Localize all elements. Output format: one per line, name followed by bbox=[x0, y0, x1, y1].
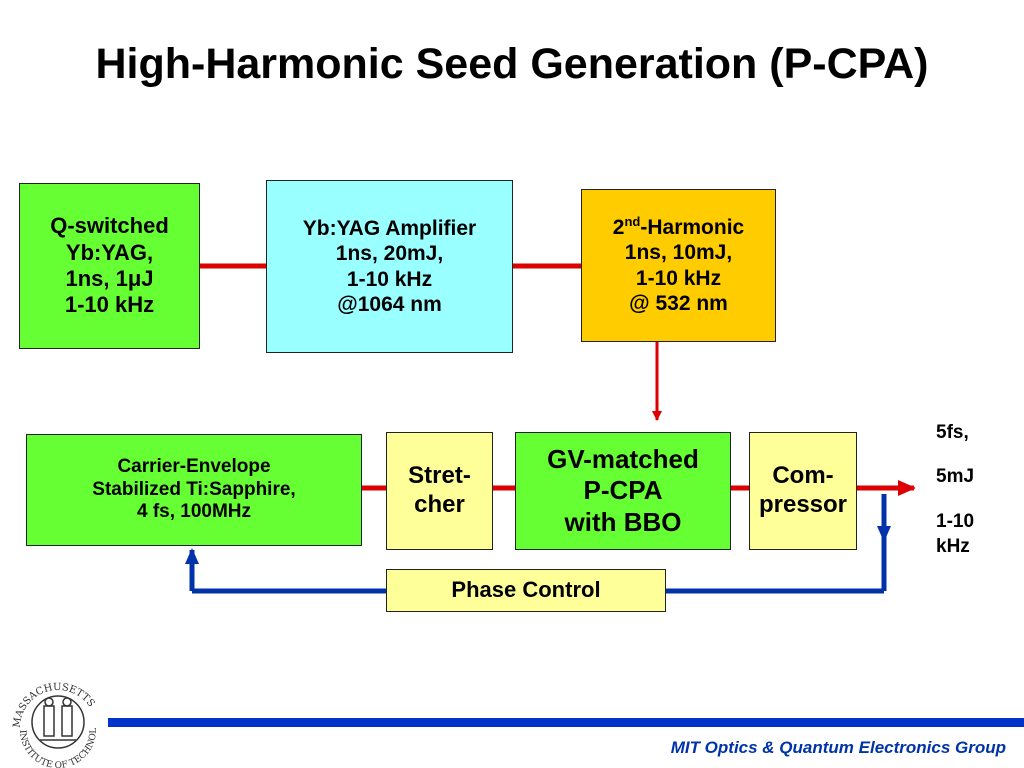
box-line: Stabilized Ti:Sapphire, bbox=[92, 478, 296, 500]
box-line: Phase Control bbox=[451, 577, 601, 603]
box-line: GV-matched bbox=[547, 444, 699, 475]
mit-seal-icon: MASSACHUSETTS INSTITUTE OF TECHNOLOGY bbox=[6, 668, 99, 768]
box-line: 1-10 kHz bbox=[64, 292, 155, 318]
beam-path bbox=[200, 263, 916, 496]
box-line: 1ns, 20mJ, bbox=[335, 242, 444, 266]
box-line: cher bbox=[414, 491, 465, 518]
box-line: @ 532 nm bbox=[629, 291, 728, 315]
harmonic-word: -Harmonic bbox=[640, 216, 745, 240]
box-line: with BBO bbox=[564, 506, 682, 537]
output-rate: 1-10 kHz bbox=[936, 511, 975, 557]
box-line: 4 fs, 100MHz bbox=[136, 501, 252, 523]
box-line: P-CPA bbox=[583, 475, 663, 506]
stretcher-box: Stret- cher bbox=[386, 432, 493, 550]
box-line: Com- bbox=[772, 462, 834, 490]
box-line: pressor bbox=[758, 491, 848, 518]
output-duration: 5fs, bbox=[936, 422, 969, 443]
box-line: Carrier-Envelope bbox=[117, 455, 271, 477]
box-line: 1ns, 10mJ, bbox=[624, 241, 733, 265]
footer-credit: MIT Optics & Quantum Electronics Group bbox=[670, 738, 1006, 757]
box-line: Yb:YAG, bbox=[65, 239, 154, 265]
compressor-box: Com- pressor bbox=[749, 432, 857, 550]
carrier-envelope-box: Carrier-Envelope Stabilized Ti:Sapphire,… bbox=[26, 434, 362, 546]
box-line: Stret- bbox=[408, 462, 471, 490]
footer-accent-bar bbox=[108, 718, 1024, 727]
box-line: 1-10 kHz bbox=[346, 267, 433, 291]
harmonic-number: 2 bbox=[612, 216, 625, 240]
output-energy: 5mJ bbox=[936, 466, 975, 487]
box-line: 2nd-Harmonic bbox=[613, 215, 744, 240]
box-line: 1ns, 1μJ bbox=[65, 266, 154, 291]
second-harmonic-box: 2nd-Harmonic 1ns, 10mJ, 1-10 kHz @ 532 n… bbox=[581, 189, 776, 342]
pcpa-box: GV-matched P-CPA with BBO bbox=[515, 432, 731, 550]
phase-control-box: Phase Control bbox=[386, 569, 666, 612]
phase-feedback-loop bbox=[185, 494, 891, 594]
qswitched-laser-box: Q-switched Yb:YAG, 1ns, 1μJ 1-10 kHz bbox=[19, 183, 200, 349]
box-line: @1064 nm bbox=[337, 292, 442, 316]
amplifier-box: Yb:YAG Amplifier 1ns, 20mJ, 1-10 kHz @10… bbox=[266, 180, 513, 353]
page-title: High-Harmonic Seed Generation (P-CPA) bbox=[95, 40, 929, 88]
box-line: Yb:YAG Amplifier bbox=[302, 217, 477, 241]
harmonic-ordinal: nd bbox=[624, 214, 641, 230]
box-line: Q-switched bbox=[50, 213, 169, 239]
box-line: 1-10 kHz bbox=[635, 266, 722, 290]
